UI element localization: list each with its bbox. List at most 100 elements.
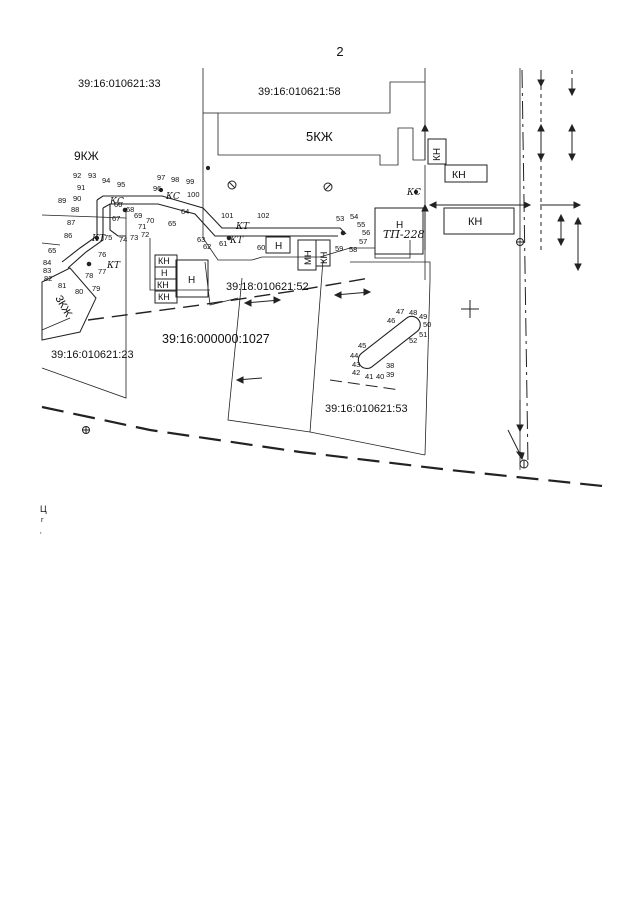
point-number: 96	[153, 184, 161, 193]
parcel-23-label: 39:16:010621:23	[51, 349, 134, 361]
point-number: 52	[409, 336, 417, 345]
point-number: 43	[352, 360, 360, 369]
point-number: 78	[85, 271, 93, 280]
building-9kzh-label: 9КЖ	[74, 149, 99, 163]
map-symbols	[82, 165, 529, 469]
point-number: 47	[396, 307, 404, 316]
point-number: 91	[77, 183, 85, 192]
well-kt-2: КТ	[229, 236, 244, 246]
point-numbers: 38 39 40 41 42 43 44 45 46 47 48 49 50 5…	[43, 171, 431, 381]
point-number: 66	[114, 200, 122, 209]
point-number: 86	[64, 231, 72, 240]
point-number: 82	[44, 274, 52, 283]
point-number: 59	[335, 244, 343, 253]
point-number: 90	[73, 194, 81, 203]
stack-kn-2: КН	[157, 280, 169, 290]
point-number: 57	[359, 237, 367, 246]
point-number: 55	[357, 220, 365, 229]
footnote-mark-3: ‚	[40, 528, 42, 535]
cable-route	[61, 195, 347, 269]
well-kt-4: КТ	[106, 261, 121, 271]
point-number: 88	[71, 205, 79, 214]
h-60-label: Н	[275, 241, 282, 252]
point-number: 95	[117, 180, 125, 189]
point-number: 97	[157, 173, 165, 182]
stack-h-1: Н	[161, 268, 168, 278]
point-number: 64	[181, 207, 189, 216]
point-number: 49	[419, 312, 427, 321]
kn-label-vertical: КН	[432, 148, 443, 161]
point-number: 50	[423, 320, 431, 329]
small-buildings	[154, 138, 515, 304]
parcel-1027-label: 39:16:000000:1027	[162, 332, 270, 346]
point-number: 77	[98, 267, 106, 276]
oval-structure	[357, 315, 421, 369]
point-number: 63	[197, 235, 205, 244]
kn-label-1: КН	[452, 169, 466, 181]
point-number: 58	[349, 245, 357, 254]
building-3kzh	[41, 267, 97, 341]
kn-label-3: КН	[319, 251, 330, 264]
parcel-53-label: 39:16:010621:53	[325, 403, 408, 415]
point-number: 61	[219, 239, 227, 248]
point-number: 62	[203, 242, 211, 251]
point-number: 74	[119, 235, 127, 244]
dash-dot-lines	[521, 69, 573, 466]
stack-h-big: Н	[188, 275, 195, 286]
point-number: 99	[186, 177, 194, 186]
well-ks-3: КС	[406, 188, 421, 198]
point-number: 93	[88, 171, 96, 180]
point-number: 44	[350, 351, 358, 360]
point-number: 65	[168, 219, 176, 228]
point-number: 102	[257, 211, 270, 220]
point-number: 41	[365, 372, 373, 381]
point-number: 80	[75, 287, 83, 296]
stack-kn-1: КН	[158, 256, 170, 266]
point-number: 73	[130, 233, 138, 242]
point-number: 72	[141, 230, 149, 239]
dashed-road-line	[41, 277, 613, 489]
parcel-58-label: 39:16:010621:58	[258, 86, 341, 98]
footnote-mark-2: г	[41, 517, 44, 524]
point-number: 98	[171, 175, 179, 184]
point-number: 60	[257, 243, 265, 252]
point-number: 48	[409, 308, 417, 317]
point-number: 56	[362, 228, 370, 237]
point-number: 69	[134, 211, 142, 220]
point-number: 38	[386, 361, 394, 370]
parcel-52-label: 39:18:010621:52	[226, 281, 309, 293]
point-number: 65	[48, 246, 56, 255]
direction-arrows	[235, 70, 582, 461]
building-3kzh-label: 3КЖ	[52, 294, 74, 320]
well-ks-1: КС	[109, 197, 124, 207]
point-number: 81	[58, 281, 66, 290]
point-number: 83	[43, 266, 51, 275]
footnote-mark-1: Ц	[40, 504, 47, 514]
point-number: 89	[58, 196, 66, 205]
tp-228-label: ТП-228	[383, 228, 425, 241]
point-number: 100	[187, 190, 200, 199]
tp-h-label: Н	[396, 220, 403, 231]
point-number: 94	[102, 176, 110, 185]
point-number: 53	[336, 214, 344, 223]
point-number: 84	[43, 258, 51, 267]
page-number: 2	[336, 44, 343, 59]
point-number: 101	[221, 211, 234, 220]
point-number: 40	[376, 372, 384, 381]
point-number: 51	[419, 330, 427, 339]
kn-label-2: КН	[468, 216, 482, 228]
point-number: 87	[67, 218, 75, 227]
point-number: 42	[352, 368, 360, 377]
point-number: 79	[92, 284, 100, 293]
point-number: 67	[112, 214, 120, 223]
well-kt-1: КТ	[235, 222, 250, 232]
point-number: 54	[350, 212, 358, 221]
point-number: 46	[387, 316, 395, 325]
point-number: 45	[358, 341, 366, 350]
point-number: 39	[386, 370, 394, 379]
point-number: 75	[104, 233, 112, 242]
well-kt-3: КТ	[91, 234, 106, 244]
well-ks-2: КС	[165, 192, 180, 202]
point-number: 76	[98, 250, 106, 259]
building-5kzh-label: 5КЖ	[306, 129, 333, 144]
